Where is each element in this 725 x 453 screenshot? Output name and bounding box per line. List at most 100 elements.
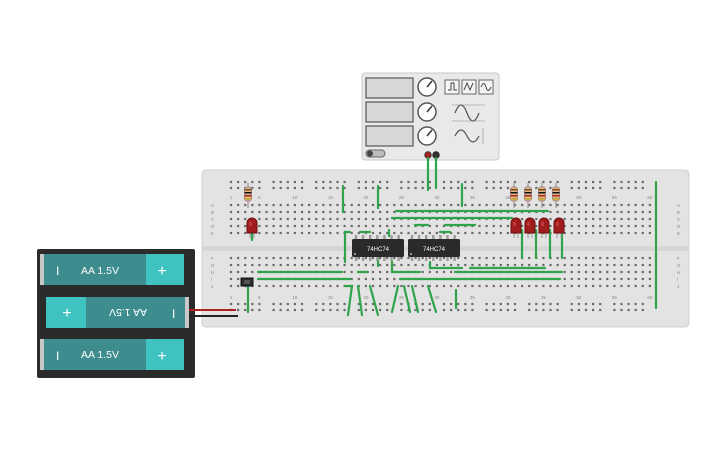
battery-cell-1-label: AA 1.5V	[81, 265, 119, 277]
column-number-bottom: 5	[258, 295, 261, 300]
row-letter-left: B	[211, 210, 214, 215]
row-letter-left: A	[211, 203, 214, 208]
chip-1[interactable]: 74HC74	[352, 235, 404, 261]
resistor[interactable]	[552, 183, 560, 208]
jumper-wire[interactable]	[402, 284, 412, 314]
row-letter-left: F	[211, 256, 214, 261]
column-number-bottom: 15	[328, 295, 334, 300]
row-letter-left: E	[211, 231, 214, 236]
row-letter-right: F	[677, 256, 680, 261]
column-number-bottom: 35	[470, 295, 476, 300]
battery-cell-2-minus: I	[172, 307, 175, 321]
chip-1-label: 74HC74	[367, 247, 390, 253]
amplitude-display	[365, 101, 414, 123]
chip-1-body	[352, 239, 404, 257]
row-letter-right: D	[677, 224, 681, 229]
row-letter-left: D	[211, 224, 215, 229]
chip-2-pins	[410, 235, 456, 261]
row-letter-left: C	[211, 217, 215, 222]
column-number-bottom: 20	[363, 295, 369, 300]
column-number-bottom: 45	[541, 295, 547, 300]
row-letter-right: I	[677, 277, 678, 282]
column-number-top: 20	[363, 195, 369, 200]
amplitude-wave-preview	[454, 104, 480, 122]
column-number-bottom: 10	[292, 295, 298, 300]
jumper-wire[interactable]	[426, 284, 438, 314]
leds[interactable]	[246, 217, 565, 238]
column-number-top: 5	[258, 195, 261, 200]
chip-2-body	[408, 239, 460, 257]
chip-1-pins	[354, 235, 400, 261]
resistors[interactable]	[244, 183, 560, 208]
jumper-wire[interactable]	[428, 260, 464, 270]
row-letter-left: I	[211, 277, 212, 282]
column-number-top: 35	[470, 195, 476, 200]
offset-display	[365, 125, 414, 147]
row-letter-right: G	[677, 263, 681, 268]
row-letter-right: A	[677, 203, 680, 208]
column-number-top: 15	[328, 195, 334, 200]
column-number-bottom: 25	[399, 295, 405, 300]
resistor[interactable]	[510, 183, 518, 208]
column-number-top: 30	[434, 195, 440, 200]
jumper-wire[interactable]	[343, 284, 354, 317]
jumper-wire[interactable]	[410, 284, 420, 314]
row-letter-right: E	[677, 231, 680, 236]
red-led[interactable]	[510, 217, 522, 238]
row-letter-right: J	[677, 284, 679, 289]
column-number-bottom: 40	[505, 295, 511, 300]
jumper-wire[interactable]	[390, 260, 422, 274]
frequency-display	[365, 77, 414, 99]
column-number-top: 10	[292, 195, 298, 200]
resistor[interactable]	[524, 183, 532, 208]
column-number-top: 40	[505, 195, 511, 200]
column-number-top: 50	[576, 195, 582, 200]
battery-cell-1[interactable]: I AA 1.5V +	[40, 254, 184, 285]
column-number-bottom: 50	[576, 295, 582, 300]
battery-cell-3-plus: +	[157, 348, 166, 365]
battery-cell-1-minus: I	[56, 264, 59, 278]
column-number-top: 25	[399, 195, 405, 200]
chip-2-label: 74HC74	[423, 247, 446, 253]
square-wave-icon[interactable]	[444, 79, 460, 95]
battery-cell-3-minus: I	[56, 349, 59, 363]
battery-leads[interactable]	[189, 309, 238, 317]
resistor[interactable]	[244, 183, 252, 208]
battery-pack[interactable]: I AA 1.5V + + AA 1.5V I I AA 1.5V +	[37, 249, 238, 378]
row-letter-right: H	[677, 270, 680, 275]
chip-2[interactable]: 74HC74	[408, 235, 460, 261]
jumper-wire[interactable]	[343, 230, 352, 264]
red-led[interactable]	[524, 217, 536, 238]
column-number-top: 1	[230, 195, 233, 200]
red-led[interactable]	[553, 217, 565, 238]
battery-cell-2[interactable]: + AA 1.5V I	[46, 297, 189, 328]
function-generator[interactable]	[361, 72, 500, 161]
breadboard-holes[interactable]	[229, 180, 651, 312]
row-letter-left: G	[211, 263, 215, 268]
column-number-top: 60	[647, 195, 653, 200]
battery-cell-3-label: AA 1.5V	[81, 349, 119, 361]
battery-cell-2-label: AA 1.5V	[109, 306, 147, 318]
wires[interactable]	[246, 156, 658, 317]
row-letter-right: B	[677, 210, 680, 215]
jumper-wire[interactable]	[368, 284, 380, 317]
jumper-wire[interactable]	[390, 284, 400, 314]
column-number-bottom: 60	[647, 295, 653, 300]
offset-wave-preview	[454, 129, 480, 143]
push-button[interactable]	[240, 277, 254, 287]
row-letter-right: C	[677, 217, 681, 222]
red-led[interactable]	[246, 217, 258, 238]
row-letter-left: H	[211, 270, 214, 275]
column-number-bottom: 1	[230, 295, 233, 300]
battery-cell-1-plus: +	[157, 263, 166, 280]
column-number-bottom: 55	[612, 295, 618, 300]
column-number-bottom: 30	[434, 295, 440, 300]
battery-cell-2-plus: +	[62, 305, 71, 322]
jumper-wire[interactable]	[356, 284, 364, 317]
column-number-top: 55	[612, 195, 618, 200]
battery-cell-3[interactable]: I AA 1.5V +	[40, 339, 184, 370]
red-led[interactable]	[538, 217, 550, 238]
resistor[interactable]	[538, 183, 546, 208]
